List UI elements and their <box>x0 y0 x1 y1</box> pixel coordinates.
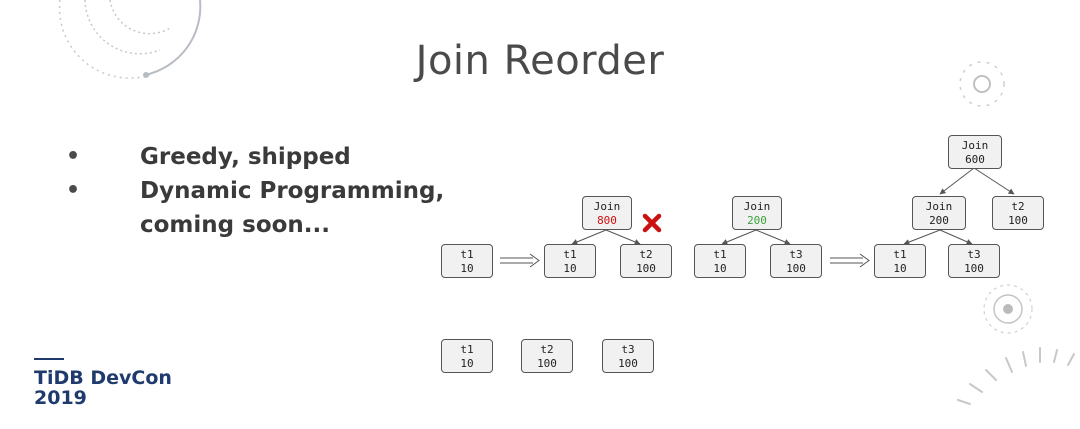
node-final-t2: t2 100 <box>992 196 1044 230</box>
node-label: t3 <box>621 343 635 356</box>
bullet-item-dp-continued: coming soon... <box>62 208 444 242</box>
edge-join800-t2 <box>605 229 641 245</box>
node-join-inner: Join 200 <box>912 196 966 230</box>
node-label: Join <box>593 200 621 213</box>
node-join-rejected: Join 800 <box>582 196 632 230</box>
node-label: t1 <box>713 248 727 261</box>
node-final-t3: t3 100 <box>948 244 1000 278</box>
node-join-chosen: Join 200 <box>732 196 782 230</box>
node-label: t1 <box>460 343 474 356</box>
edge-join200-t1 <box>721 229 757 245</box>
node-step1-t1: t1 10 <box>441 244 493 278</box>
node-label: t2 <box>1011 200 1025 213</box>
node-chosen-t1: t1 10 <box>694 244 746 278</box>
node-label: t2 <box>639 248 653 261</box>
node-label: Join <box>743 200 771 213</box>
node-bottom-t2: t2 100 <box>521 339 573 373</box>
node-value: 10 <box>893 262 907 275</box>
node-label: Join <box>925 200 953 213</box>
node-value: 10 <box>563 262 577 275</box>
bullet-dot-icon: • <box>66 144 81 169</box>
edge-join600-t2 <box>973 167 1015 195</box>
bullet-text: coming soon... <box>140 212 331 238</box>
node-value: 100 <box>636 262 656 275</box>
edge-join200-t3-final <box>939 229 973 245</box>
node-label: t3 <box>789 248 803 261</box>
brand-year: 2019 <box>34 387 87 409</box>
node-value: 200 <box>929 214 949 227</box>
transition-arrow-2 <box>830 253 870 268</box>
node-chosen-t3: t3 100 <box>770 244 822 278</box>
node-value: 600 <box>965 153 985 166</box>
edge-join200-t1-final <box>903 229 941 245</box>
node-value: 100 <box>537 357 557 370</box>
brand-name: TiDB DevCon <box>34 367 172 389</box>
edge-join800-t1 <box>571 229 607 245</box>
node-value: 100 <box>964 262 984 275</box>
node-label: t1 <box>563 248 577 261</box>
bullet-text: Dynamic Programming, <box>140 178 445 204</box>
slide-title: Join Reorder <box>415 38 665 84</box>
rejected-cross-icon <box>642 213 662 233</box>
node-label: t3 <box>967 248 981 261</box>
node-label: Join <box>961 139 989 152</box>
node-value: 10 <box>460 262 474 275</box>
node-cost-rejected: 800 <box>597 214 617 227</box>
edge-join200-t3 <box>755 229 791 245</box>
node-label: t1 <box>893 248 907 261</box>
node-value: 10 <box>460 357 474 370</box>
node-final-t1: t1 10 <box>874 244 926 278</box>
edge-join600-join200 <box>939 167 975 195</box>
bullet-item-dp: • Dynamic Programming, <box>62 174 444 208</box>
node-value: 10 <box>713 262 727 275</box>
node-bottom-t1: t1 10 <box>441 339 493 373</box>
node-bottom-t3: t3 100 <box>602 339 654 373</box>
brand-rule <box>34 358 64 360</box>
node-value: 100 <box>786 262 806 275</box>
bullet-item-greedy: • Greedy, shipped <box>62 140 444 174</box>
bullet-dot-icon: • <box>66 178 81 203</box>
transition-arrow-1 <box>500 253 540 268</box>
node-join-root: Join 600 <box>948 135 1002 169</box>
node-rejected-t2: t2 100 <box>620 244 672 278</box>
bullet-text: Greedy, shipped <box>140 144 351 170</box>
node-cost-chosen: 200 <box>747 214 767 227</box>
node-label: t1 <box>460 248 474 261</box>
node-label: t2 <box>540 343 554 356</box>
bullet-list: • Greedy, shipped • Dynamic Programming,… <box>62 140 444 242</box>
node-value: 100 <box>618 357 638 370</box>
node-value: 100 <box>1008 214 1028 227</box>
node-rejected-t1: t1 10 <box>544 244 596 278</box>
brand-logo: TiDB DevCon 2019 <box>34 358 172 408</box>
